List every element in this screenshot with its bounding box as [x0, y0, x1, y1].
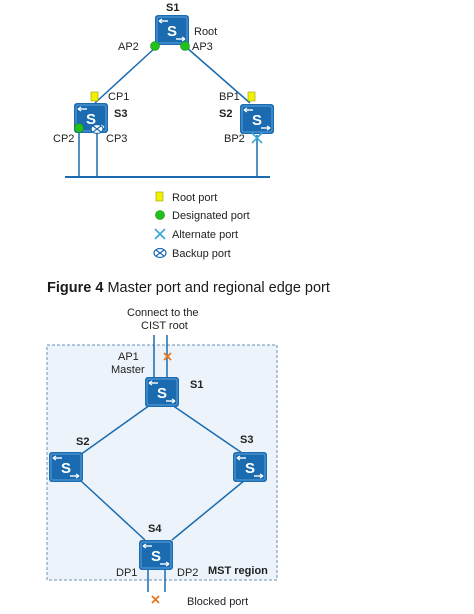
root-label: Root	[194, 26, 217, 38]
blocked-port-label: Blocked port	[187, 596, 248, 608]
ap2-label: AP2	[118, 41, 139, 53]
legend-root-port-label: Root port	[172, 192, 217, 204]
figure-caption: Figure 4 Master port and regional edge p…	[47, 280, 330, 296]
bp2-label: BP2	[224, 133, 245, 145]
s1-label: S1	[166, 2, 179, 14]
designated-port-ap3	[180, 41, 190, 51]
bottom-diagram: Connect to the CIST root AP1 Master S1 S…	[46, 307, 278, 608]
master-label: Master	[111, 364, 145, 376]
link-s3-s4	[171, 479, 246, 541]
s3-label: S3	[114, 108, 127, 120]
switch-s2-icon	[239, 103, 275, 135]
link-s2-s4	[79, 479, 146, 541]
link-s1-s2	[79, 404, 151, 456]
switch-s4-icon	[138, 539, 174, 571]
legend-designated-port-label: Designated port	[172, 210, 250, 222]
switch-s1-icon	[154, 14, 190, 46]
link-s1-s3	[171, 404, 246, 456]
figure-caption-text: Master port and regional edge port	[107, 280, 330, 296]
s1-label: S1	[190, 379, 203, 391]
root-port-bp1	[247, 91, 256, 102]
s2-label: S2	[76, 436, 89, 448]
legend-backup-port-icon	[153, 247, 167, 259]
backup-port-cp3	[90, 123, 104, 135]
s2-label: S2	[219, 108, 232, 120]
legend-designated-port-icon	[155, 210, 165, 220]
ap1-label: AP1	[118, 351, 139, 363]
connect-label-line1: Connect to the	[127, 307, 199, 319]
designated-port-ap2	[150, 41, 160, 51]
switch-s1-icon	[144, 376, 180, 408]
legend-backup-port-label: Backup port	[172, 248, 231, 260]
bp1-label: BP1	[219, 91, 240, 103]
top-diagram: S1 Root AP2 AP3 CP1 S3 CP2 CP3 BP1 S2 BP…	[53, 2, 275, 178]
switch-s2-icon	[48, 451, 84, 483]
root-port-cp1	[90, 91, 99, 102]
alternate-port-bp2	[251, 132, 263, 144]
cp1-label: CP1	[108, 91, 129, 103]
ap3-label: AP3	[192, 41, 213, 53]
designated-port-cp2	[74, 123, 84, 133]
legend-alternate-port-label: Alternate port	[172, 229, 238, 241]
dp2-label: DP2	[177, 567, 198, 579]
blocked-port-marker-uplink	[163, 352, 172, 361]
legend: Root port Designated port Alternate port…	[153, 191, 250, 260]
figure-caption-prefix: Figure 4	[47, 280, 104, 296]
legend-alternate-port-icon	[154, 228, 166, 240]
cp3-label: CP3	[106, 133, 127, 145]
mst-region-label: MST region	[208, 565, 268, 577]
link-s1-s3	[94, 46, 157, 104]
connect-label-line2: CIST root	[141, 320, 188, 332]
link-s1-s2	[185, 46, 251, 104]
legend-root-port-icon	[155, 191, 164, 202]
s3-label: S3	[240, 434, 253, 446]
cp2-label: CP2	[53, 133, 74, 145]
dp1-label: DP1	[116, 567, 137, 579]
blocked-port-legend-icon	[151, 595, 160, 604]
s4-label: S4	[148, 523, 162, 535]
switch-s3-icon	[232, 451, 268, 483]
